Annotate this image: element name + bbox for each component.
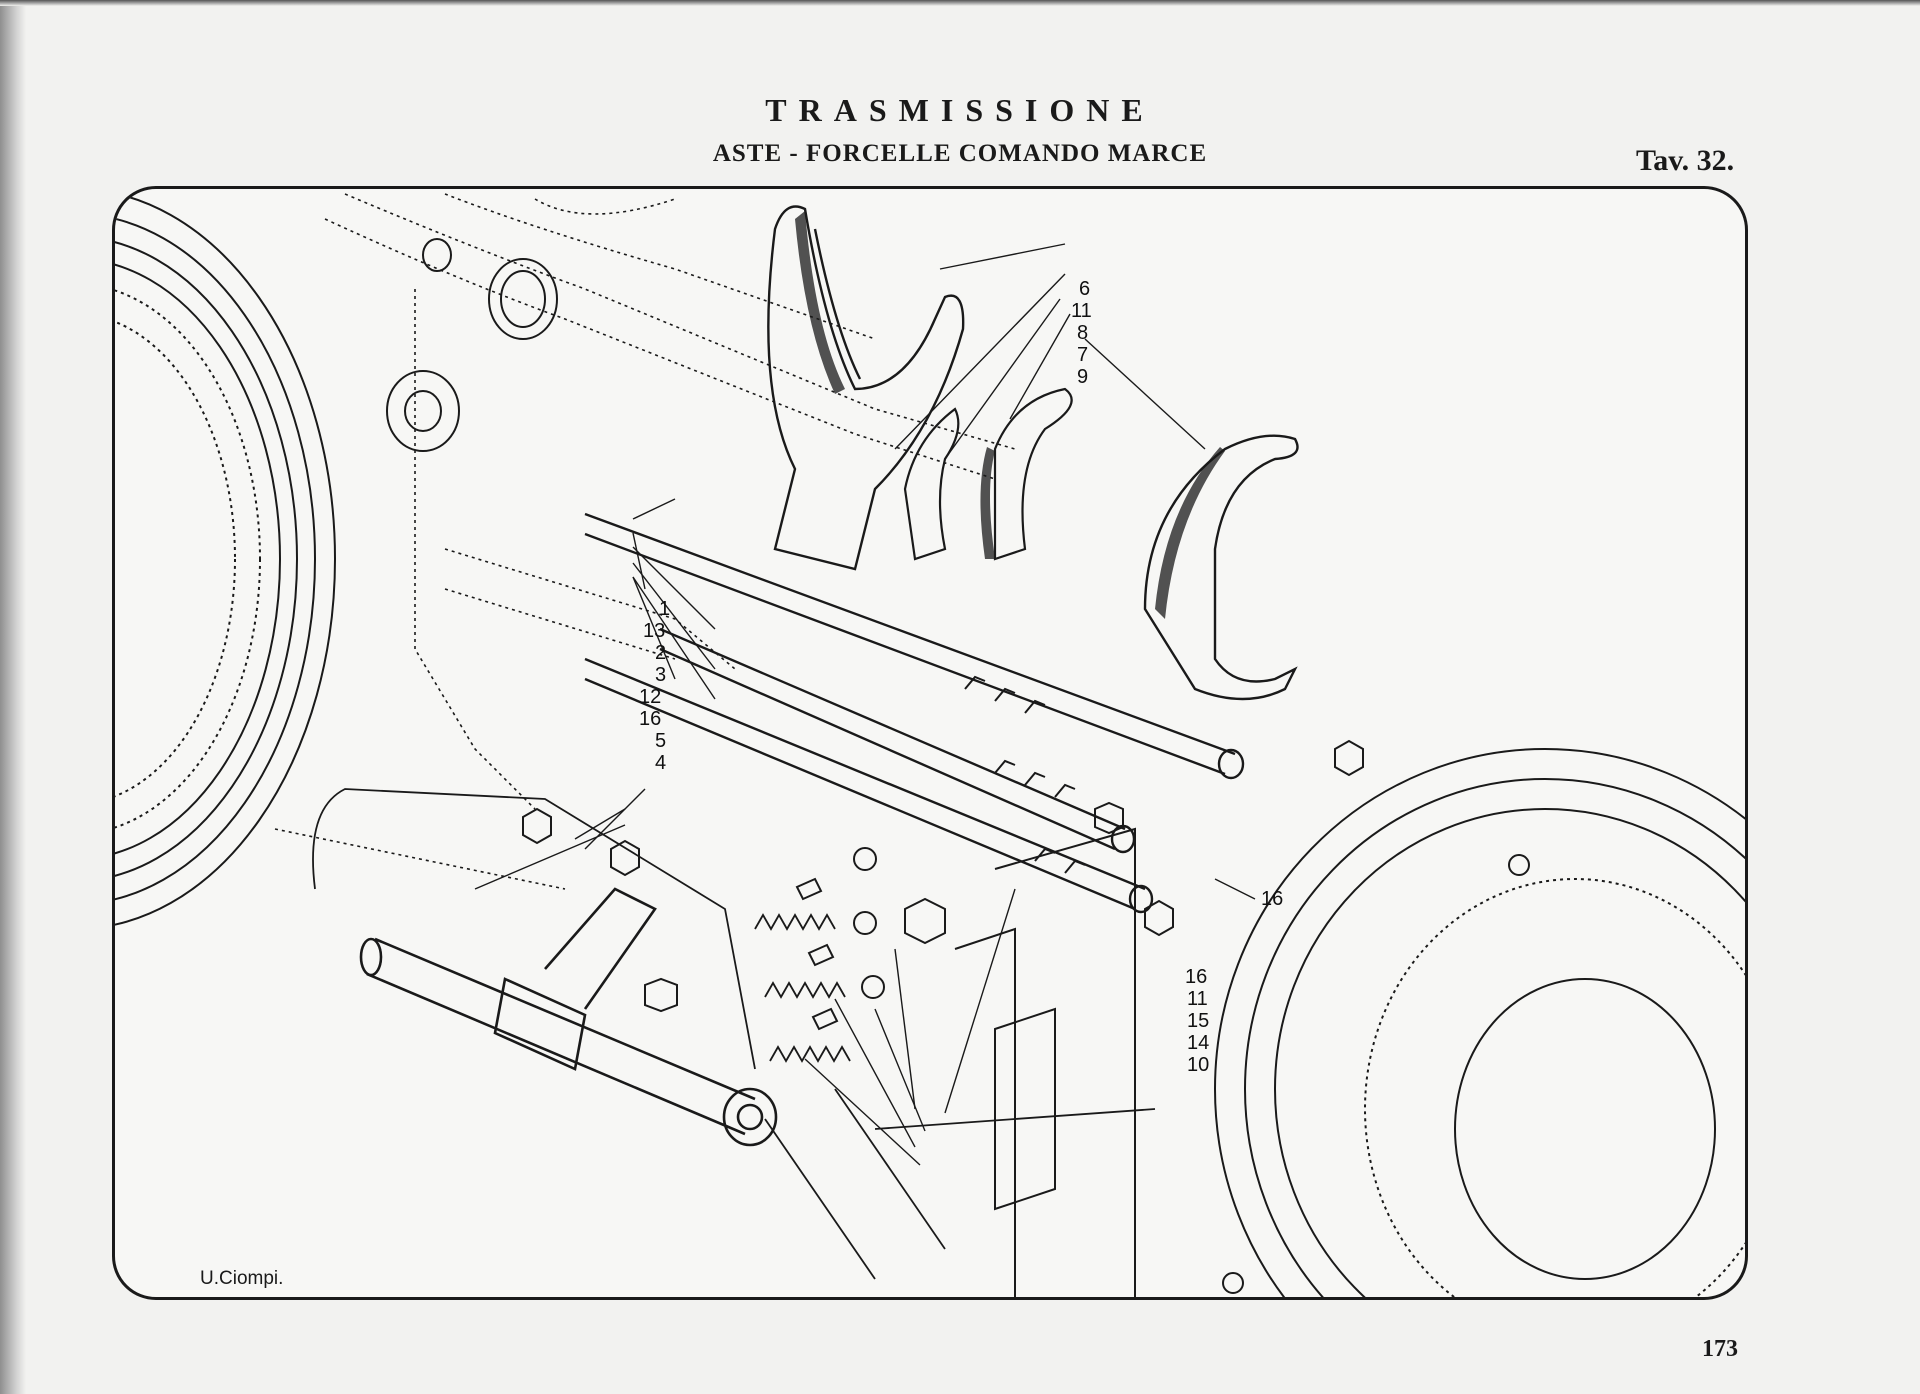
lower-casing — [312, 788, 1156, 1280]
gearbox-casing — [274, 193, 1016, 890]
binding-shadow — [0, 0, 26, 1394]
callout-label: 4 — [655, 752, 667, 774]
detent-spring — [754, 913, 851, 1063]
page-title: TRASMISSIONE — [765, 92, 1155, 128]
shift-fork-large — [767, 205, 965, 571]
callout-label: 1 — [659, 598, 671, 620]
callout-label: 12 — [639, 686, 662, 708]
page-number: 173 — [1702, 1336, 1738, 1362]
clutch-housing-bolt — [1144, 739, 1530, 1294]
selector-shaft — [359, 887, 778, 1147]
callout-label: 7 — [1077, 344, 1089, 366]
casing-boss — [386, 238, 558, 452]
callout-label: 14 — [1187, 1032, 1210, 1054]
plate-number: Tav. 32. — [1636, 144, 1735, 177]
callout-label: 16 — [1185, 966, 1208, 988]
callout-label: 15 — [1187, 1010, 1210, 1032]
shift-fork-right — [1143, 434, 1299, 701]
hex-bolt — [522, 801, 1124, 1013]
clutch-housing — [954, 748, 1745, 1297]
illustrator-signature: U.Ciompi. — [200, 1268, 284, 1289]
flywheel-housing — [115, 192, 336, 926]
interlock-plunger — [795, 877, 839, 1031]
callout-label: 3 — [655, 664, 667, 686]
shift-rod — [584, 512, 1245, 914]
callout-label: 16 — [639, 708, 662, 730]
page-subtitle: ASTE - FORCELLE COMANDO MARCE — [712, 140, 1208, 167]
callout-label: 6 — [1079, 278, 1091, 300]
callout-label: 8 — [1077, 322, 1089, 344]
callout-label: 9 — [1077, 366, 1089, 388]
callout-label: 11 — [1187, 988, 1208, 1010]
callout-label: 10 — [1187, 1054, 1210, 1076]
callout-leader — [474, 243, 1256, 1166]
callout-label: 2 — [655, 642, 667, 664]
exploded-diagram — [115, 192, 1745, 1297]
exploded-diagram-frame: 6 11 8 7 9 1 13 2 3 12 16 5 4 16 16 11 1… — [112, 186, 1748, 1300]
callout-label: 11 — [1071, 300, 1092, 322]
detent-ball — [853, 847, 885, 999]
page-top-edge — [0, 0, 1920, 6]
callout-label: 5 — [655, 730, 667, 752]
callout-label: 16 — [1261, 888, 1284, 910]
rod-detent-notch — [964, 675, 1086, 874]
fork-shading — [795, 211, 1225, 619]
shift-fork-middle — [903, 387, 1073, 561]
callout-label: 13 — [643, 620, 666, 642]
